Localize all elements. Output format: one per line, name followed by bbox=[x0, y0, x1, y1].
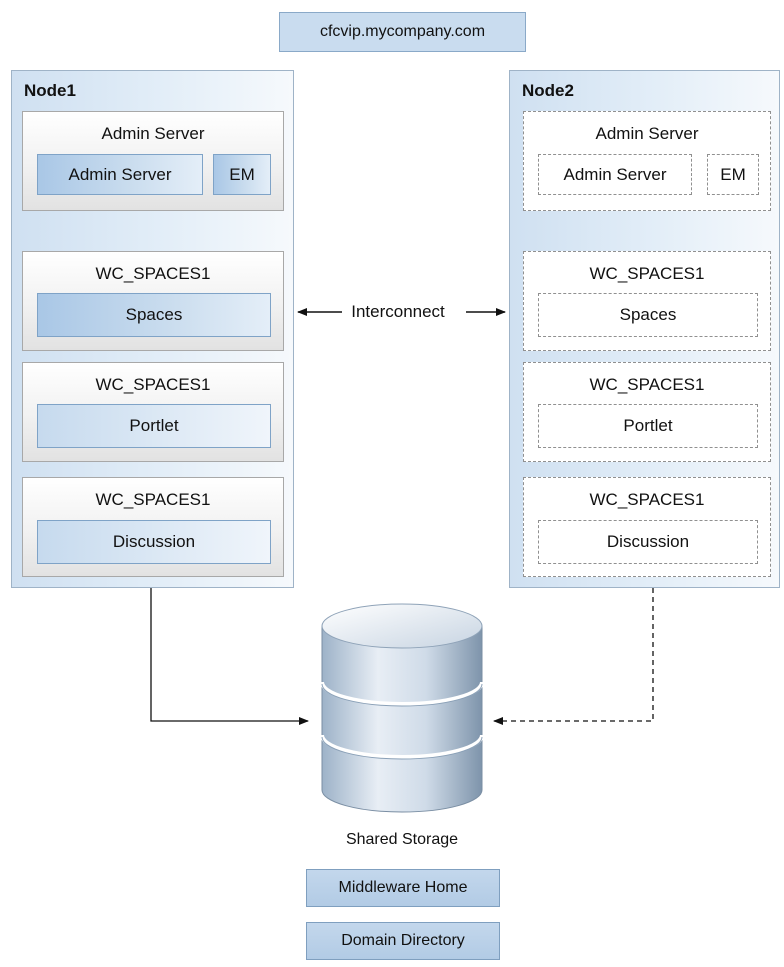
node1-admin-group-title: Admin Server bbox=[101, 124, 205, 143]
node2-wc-spaces-group-3: WC_SPACES1 Discussion bbox=[523, 477, 771, 577]
node2-portlet-box: Portlet bbox=[538, 404, 758, 448]
node1-group-title-1: WC_SPACES1 bbox=[95, 264, 211, 283]
node2-group-title-2: WC_SPACES1 bbox=[589, 375, 705, 394]
node1-group-title-2: WC_SPACES1 bbox=[95, 375, 211, 394]
node1-admin-server-box: Admin Server bbox=[37, 154, 203, 195]
node2-storage-connector bbox=[493, 588, 654, 725]
node2-em-box: EM bbox=[707, 154, 759, 195]
node1-spaces-box: Spaces bbox=[37, 293, 271, 337]
shared-storage-cylinder-icon bbox=[320, 603, 484, 813]
node2-group-title-1: WC_SPACES1 bbox=[589, 264, 705, 283]
node1-title: Node1 bbox=[24, 81, 76, 100]
interconnect-label: Interconnect bbox=[351, 302, 445, 321]
node1-wc-spaces-group-2: WC_SPACES1 Portlet bbox=[22, 362, 284, 462]
domain-directory-box: Domain Directory bbox=[306, 922, 500, 960]
node2-panel: Node2 Admin Server Admin Server EM WC_SP… bbox=[509, 70, 780, 588]
node1-discussion-box: Discussion bbox=[37, 520, 271, 564]
node1-storage-connector bbox=[150, 588, 309, 725]
node1-wc-spaces-group-3: WC_SPACES1 Discussion bbox=[22, 477, 284, 577]
node1-panel: Node1 Admin Server Admin Server EM WC_SP… bbox=[11, 70, 294, 588]
node1-em-box: EM bbox=[213, 154, 271, 195]
node1-wc-spaces-group-1: WC_SPACES1 Spaces bbox=[22, 251, 284, 351]
node1-group-title-3: WC_SPACES1 bbox=[95, 490, 211, 509]
middleware-home-box: Middleware Home bbox=[306, 869, 500, 907]
node2-wc-spaces-group-2: WC_SPACES1 Portlet bbox=[523, 362, 771, 462]
virtual-host-label: cfcvip.mycompany.com bbox=[279, 12, 526, 52]
shared-storage-label: Shared Storage bbox=[345, 831, 459, 848]
node2-group-title-3: WC_SPACES1 bbox=[589, 490, 705, 509]
node2-wc-spaces-group-1: WC_SPACES1 Spaces bbox=[523, 251, 771, 351]
node2-discussion-box: Discussion bbox=[538, 520, 758, 564]
node2-admin-server-group: Admin Server Admin Server EM bbox=[523, 111, 771, 211]
node2-admin-group-title: Admin Server bbox=[595, 124, 699, 143]
node2-admin-server-box: Admin Server bbox=[538, 154, 692, 195]
node2-title: Node2 bbox=[522, 81, 574, 100]
node2-spaces-box: Spaces bbox=[538, 293, 758, 337]
node1-admin-server-group: Admin Server Admin Server EM bbox=[22, 111, 284, 211]
node1-portlet-box: Portlet bbox=[37, 404, 271, 448]
